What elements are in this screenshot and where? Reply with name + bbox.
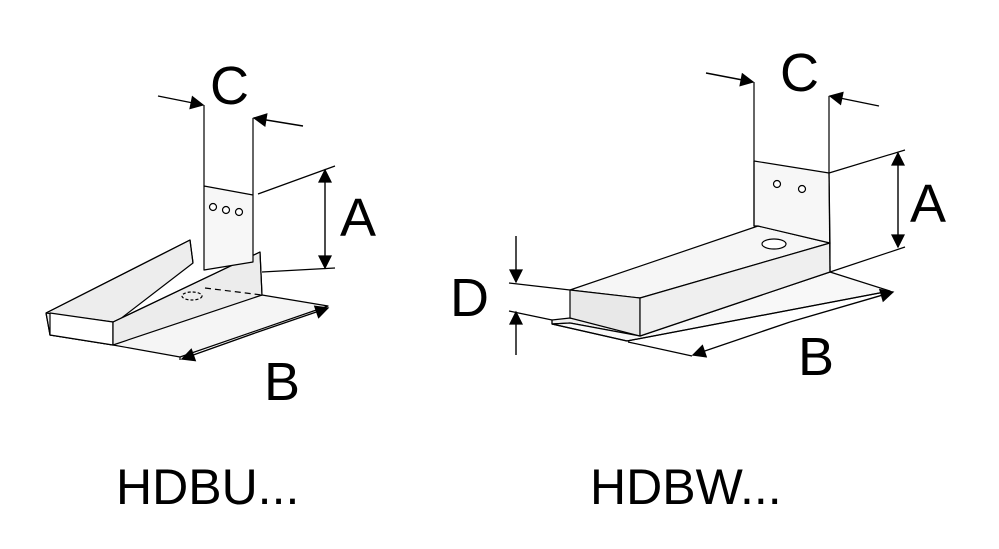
hdbw-dimension-b: [627, 288, 895, 358]
hdbu-dimension-a: [257, 165, 336, 273]
hdbu-vertical-plate: [203, 185, 254, 271]
hdbu-label-a: A: [340, 188, 376, 248]
hdbu-dimension-c: [157, 95, 304, 195]
hdbu-drawing: [45, 95, 336, 362]
hdbw-drawing: [508, 72, 906, 358]
hdbw-label-a: A: [910, 174, 946, 234]
hdbu-label-b: B: [264, 352, 300, 412]
hdbu-label-c: C: [210, 56, 249, 116]
hdbw-label-d: D: [450, 268, 489, 328]
hdbw-caption: HDBW...: [590, 459, 782, 515]
hdbw-dimension-d: [508, 236, 571, 355]
hdbu-base-channel: [45, 239, 329, 358]
hdbw-vertical-plate: [753, 160, 831, 273]
hdbw-dimension-a: [828, 149, 906, 273]
hdbu-dimension-b: [179, 305, 330, 362]
hdbw-dimension-c: [705, 72, 880, 173]
hdbu-caption: HDBU...: [116, 459, 300, 515]
hdbw-label-c: C: [780, 43, 819, 103]
hdbw-label-b: B: [798, 327, 834, 387]
